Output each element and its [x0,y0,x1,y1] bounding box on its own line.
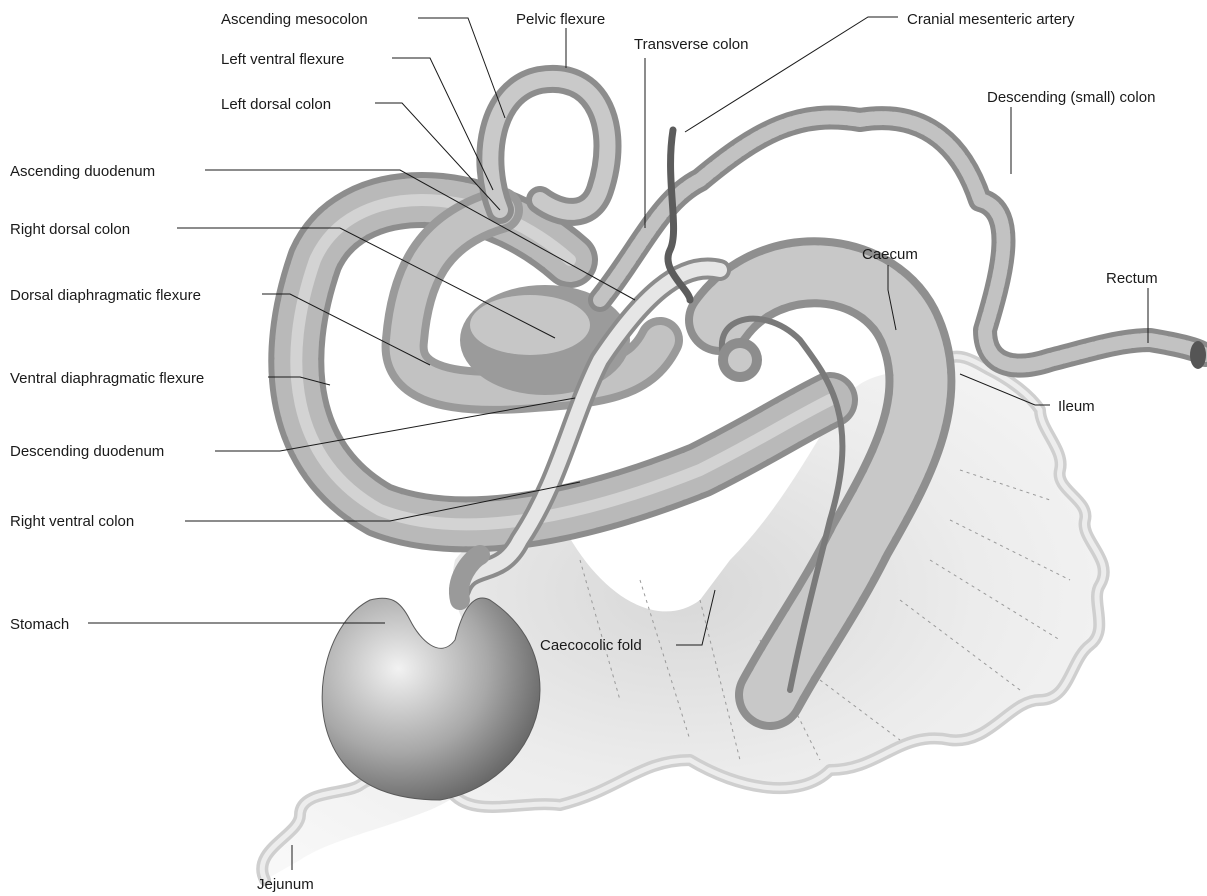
label-ventral-diaphragmatic-flexure: Ventral diaphragmatic flexure [10,370,204,387]
label-pelvic-flexure: Pelvic flexure [516,11,605,28]
label-left-dorsal-colon: Left dorsal colon [221,96,331,113]
label-ileum: Ileum [1058,398,1095,415]
label-descending-small-colon: Descending (small) colon [987,89,1155,106]
label-stomach: Stomach [10,616,69,633]
label-left-ventral-flexure: Left ventral flexure [221,51,344,68]
label-rectum: Rectum [1106,270,1158,287]
label-right-dorsal-colon: Right dorsal colon [10,221,130,238]
label-caecum: Caecum [862,246,918,263]
label-right-ventral-colon: Right ventral colon [10,513,134,530]
label-descending-duodenum: Descending duodenum [10,443,164,460]
label-caecocolic-fold: Caecocolic fold [540,637,642,654]
label-dorsal-diaphragmatic-flexure: Dorsal diaphragmatic flexure [10,287,201,304]
label-jejunum: Jejunum [257,876,314,893]
label-cranial-mesenteric-artery: Cranial mesenteric artery [907,11,1075,28]
label-ascending-duodenum: Ascending duodenum [10,163,155,180]
label-ascending-mesocolon: Ascending mesocolon [221,11,368,28]
label-transverse-colon: Transverse colon [634,36,749,53]
